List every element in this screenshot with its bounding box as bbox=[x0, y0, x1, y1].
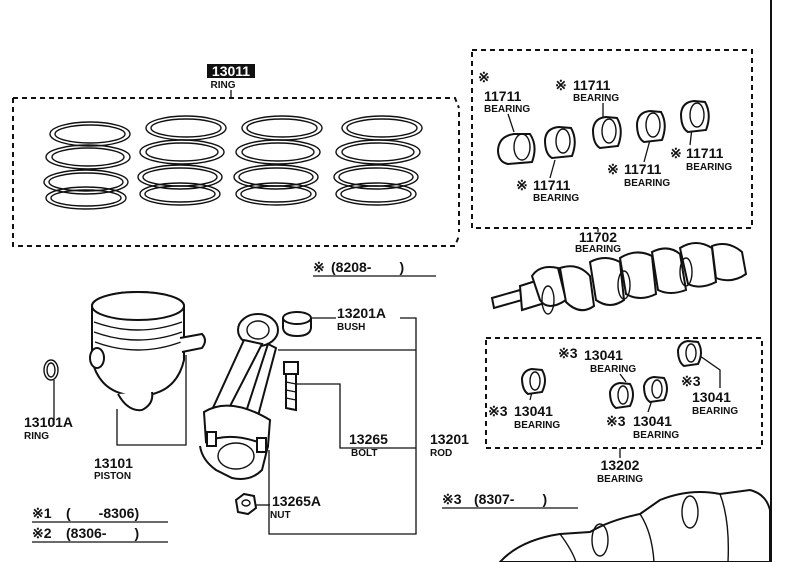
bearing-c2-mark: ※ bbox=[555, 77, 567, 93]
rod-bearing-b3-label: BEARING bbox=[514, 420, 560, 431]
note-top-mark: ※ bbox=[313, 259, 325, 275]
bearing-c1-label: BEARING bbox=[484, 104, 530, 115]
bearing-shell-5 bbox=[679, 99, 710, 134]
rod-bearing-b2-number: 13041 bbox=[692, 389, 731, 405]
rod-bearing-set-label: BEARING bbox=[597, 474, 643, 485]
rod-bearing-set-number: 13202 bbox=[601, 457, 640, 473]
bearing-c3-label: BEARING bbox=[533, 193, 579, 204]
bearing-shell-4 bbox=[635, 109, 666, 144]
main-bearing-label: BEARING bbox=[575, 244, 621, 255]
bearing-c4-label: BEARING bbox=[624, 178, 670, 189]
nut-number: 13265A bbox=[272, 493, 321, 509]
note-1-mark: ※1 bbox=[32, 505, 52, 521]
rod-bearing-frame bbox=[485, 337, 763, 449]
connecting-rod bbox=[199, 313, 279, 480]
bearing-c4-mark: ※ bbox=[607, 161, 619, 177]
crankshaft-upper bbox=[490, 242, 748, 315]
piston-ring-set-3 bbox=[233, 115, 323, 206]
rod-bearing-b2-mark: ※3 bbox=[681, 373, 701, 389]
rod-bearing-b4-mark: ※3 bbox=[606, 413, 626, 429]
rod-bush bbox=[282, 311, 312, 338]
bearing-c4-number: 11711 bbox=[624, 161, 662, 177]
rod-bearing-b3-mark: ※3 bbox=[488, 403, 508, 419]
bearing-c2-label: BEARING bbox=[573, 93, 619, 104]
rod-bearing-b1-number: 13041 bbox=[584, 347, 623, 363]
rod-bearing-b1-mark: ※3 bbox=[558, 345, 578, 361]
rod-bearing-shell-1 bbox=[520, 367, 546, 396]
bearing-c1-number: 11711 bbox=[484, 88, 522, 104]
nut-label: NUT bbox=[270, 510, 291, 521]
ring-set-frame bbox=[12, 97, 460, 247]
ring-set-number-box bbox=[207, 64, 255, 78]
bolt-label: BOLT bbox=[351, 448, 377, 459]
rod-bearing-b4-number: 13041 bbox=[633, 413, 672, 429]
piston-ring-set-2 bbox=[137, 115, 227, 206]
piston-pin-clip bbox=[43, 359, 59, 381]
note-top-text: (8208- ) bbox=[331, 259, 404, 275]
rod-bearing-b3-number: 13041 bbox=[514, 403, 553, 419]
bearing-c5-label: BEARING bbox=[686, 162, 732, 173]
bearing-shell-1 bbox=[496, 133, 536, 166]
crankshaft-lower bbox=[498, 488, 771, 562]
note-3-mark: ※3 bbox=[442, 491, 462, 507]
rod-bearing-b4-label: BEARING bbox=[633, 430, 679, 441]
bearing-c3-number: 11711 bbox=[533, 177, 571, 193]
note-1-text: ( -8306) bbox=[66, 505, 139, 521]
piston-ring-set-1 bbox=[43, 121, 131, 210]
piston bbox=[89, 291, 206, 412]
rod-nut bbox=[234, 492, 258, 516]
bearing-c3-mark: ※ bbox=[516, 177, 528, 193]
piston-ring-set-4 bbox=[333, 115, 423, 206]
bolt-number: 13265 bbox=[349, 431, 388, 447]
piston-ring-label: RING bbox=[24, 431, 49, 442]
note-2-mark: ※2 bbox=[32, 525, 52, 541]
ring-set-label: RING bbox=[211, 80, 236, 91]
bearing-c5-mark: ※ bbox=[670, 145, 682, 161]
bearing-shell-3 bbox=[591, 115, 622, 150]
bearing-c5-number: 11711 bbox=[686, 145, 724, 161]
rod-bearing-shell-2 bbox=[608, 381, 634, 410]
ring-set-number: 13011 bbox=[212, 63, 250, 79]
note-2-text: (8306- ) bbox=[66, 525, 139, 541]
piston-label: PISTON bbox=[94, 471, 131, 482]
rod-bearing-b1-label: BEARING bbox=[590, 364, 636, 375]
rod-bearing-shell-4 bbox=[676, 339, 702, 368]
rod-label: ROD bbox=[430, 448, 452, 459]
rod-bearing-b2-label: BEARING bbox=[692, 406, 738, 417]
rod-bolt bbox=[283, 361, 299, 412]
piston-ring-number: 13101A bbox=[24, 414, 73, 430]
bush-number: 13201A bbox=[337, 305, 386, 321]
piston-number: 13101 bbox=[94, 455, 133, 471]
note-3-text: (8307- ) bbox=[474, 491, 547, 507]
rod-bearing-shell-3 bbox=[642, 375, 668, 404]
bearing-c1-mark: ※ bbox=[478, 69, 490, 85]
bearing-shell-2 bbox=[543, 125, 576, 160]
main-bearing-number: 11702 bbox=[579, 229, 617, 245]
bearing-c2-number: 11711 bbox=[573, 77, 611, 93]
bush-label: BUSH bbox=[337, 322, 365, 333]
rod-number: 13201 bbox=[430, 431, 469, 447]
